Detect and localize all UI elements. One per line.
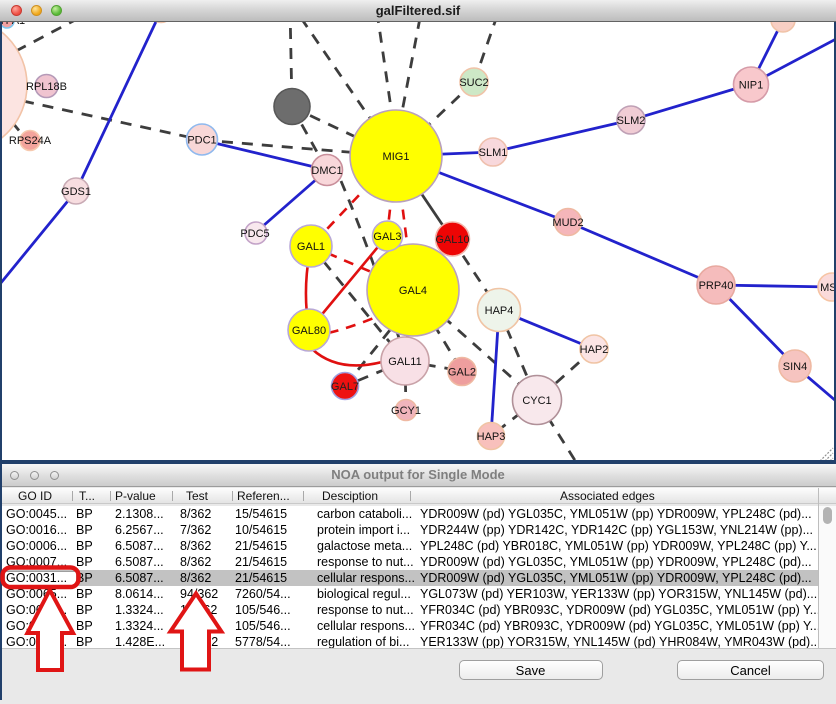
svg-text:MIG1: MIG1 bbox=[383, 151, 410, 163]
svg-text:SLM1: SLM1 bbox=[479, 147, 508, 159]
svg-text:SLM2: SLM2 bbox=[617, 115, 646, 127]
svg-text:TFA1: TFA1 bbox=[2, 22, 25, 27]
svg-text:GAL80: GAL80 bbox=[292, 325, 326, 337]
svg-text:HAP2: HAP2 bbox=[580, 344, 609, 356]
svg-text:GAL10: GAL10 bbox=[435, 234, 469, 246]
svg-text:GAL1: GAL1 bbox=[297, 241, 325, 253]
svg-text:SUC2: SUC2 bbox=[459, 77, 488, 89]
svg-text:DMC1: DMC1 bbox=[311, 165, 342, 177]
svg-text:GAL3: GAL3 bbox=[373, 231, 401, 243]
svg-text:CYC1: CYC1 bbox=[522, 395, 551, 407]
svg-text:SIN4: SIN4 bbox=[783, 361, 807, 373]
svg-text:HAP4: HAP4 bbox=[485, 305, 514, 317]
svg-text:GAL2: GAL2 bbox=[448, 367, 476, 379]
svg-text:HAP3: HAP3 bbox=[477, 431, 506, 443]
svg-text:GAL11: GAL11 bbox=[388, 356, 421, 368]
svg-text:RPS24A: RPS24A bbox=[9, 135, 52, 147]
svg-text:GAL7: GAL7 bbox=[331, 381, 359, 393]
svg-text:MSB: MSB bbox=[820, 282, 834, 294]
svg-text:PDC5: PDC5 bbox=[240, 228, 269, 240]
svg-text:PRP40: PRP40 bbox=[699, 280, 734, 292]
svg-text:NIP1: NIP1 bbox=[739, 80, 763, 92]
svg-text:RPL18B: RPL18B bbox=[26, 81, 67, 93]
svg-text:PDC1: PDC1 bbox=[187, 135, 216, 147]
svg-text:GCY1: GCY1 bbox=[391, 405, 421, 417]
svg-text:GAL4: GAL4 bbox=[399, 285, 427, 297]
svg-text:MUD2: MUD2 bbox=[552, 217, 583, 229]
svg-text:GDS1: GDS1 bbox=[61, 186, 91, 198]
